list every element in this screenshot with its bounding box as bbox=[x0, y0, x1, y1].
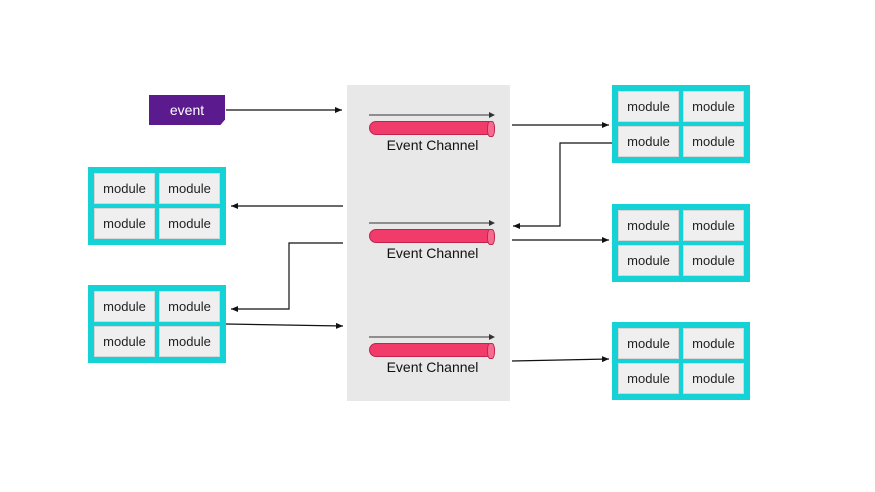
module-box: module bbox=[618, 91, 679, 122]
module-box: module bbox=[159, 208, 220, 239]
module-box: module bbox=[94, 173, 155, 204]
channel-pipe bbox=[369, 343, 495, 359]
module-box: module bbox=[618, 328, 679, 359]
arrow-channel-2-to-left-bottom bbox=[231, 242, 343, 312]
channel-flow-arrow bbox=[369, 220, 495, 226]
module-box: module bbox=[618, 363, 679, 394]
event-channel-1: Event Channel bbox=[360, 110, 505, 158]
module-box: module bbox=[159, 326, 220, 357]
module-box: module bbox=[683, 126, 744, 157]
module-box: module bbox=[683, 245, 744, 276]
module-box: module bbox=[683, 328, 744, 359]
module-box: module bbox=[94, 208, 155, 239]
arrow-channel-3-to-right-bottom bbox=[511, 356, 610, 363]
arrow-left-bottom-to-channel-3 bbox=[225, 322, 344, 329]
module-box: module bbox=[94, 291, 155, 322]
module-box: module bbox=[618, 245, 679, 276]
channel-flow-arrow bbox=[369, 112, 495, 118]
channel-flow-arrow bbox=[369, 334, 495, 340]
module-box: module bbox=[683, 210, 744, 241]
module-box: module bbox=[159, 173, 220, 204]
module-box: module bbox=[618, 126, 679, 157]
module-group-right-top: module module module module bbox=[612, 85, 750, 163]
module-group-left-top: module module module module bbox=[88, 167, 226, 245]
module-group-right-bottom: module module module module bbox=[612, 322, 750, 400]
channel-label: Event Channel bbox=[386, 245, 479, 261]
module-box: module bbox=[683, 363, 744, 394]
arrow-right-top-to-channel-2 bbox=[513, 142, 612, 229]
event-tag: event bbox=[149, 95, 225, 125]
module-box: module bbox=[683, 91, 744, 122]
event-channel-2: Event Channel bbox=[360, 218, 505, 266]
channel-pipe bbox=[369, 229, 495, 245]
module-box: module bbox=[94, 326, 155, 357]
module-box: module bbox=[618, 210, 679, 241]
channel-label: Event Channel bbox=[386, 137, 479, 153]
module-group-right-middle: module module module module bbox=[612, 204, 750, 282]
event-label: event bbox=[169, 102, 205, 118]
module-box: module bbox=[159, 291, 220, 322]
module-group-left-bottom: module module module module bbox=[88, 285, 226, 363]
channel-label: Event Channel bbox=[386, 359, 479, 375]
channel-pipe bbox=[369, 121, 495, 137]
event-channel-3: Event Channel bbox=[360, 332, 505, 380]
